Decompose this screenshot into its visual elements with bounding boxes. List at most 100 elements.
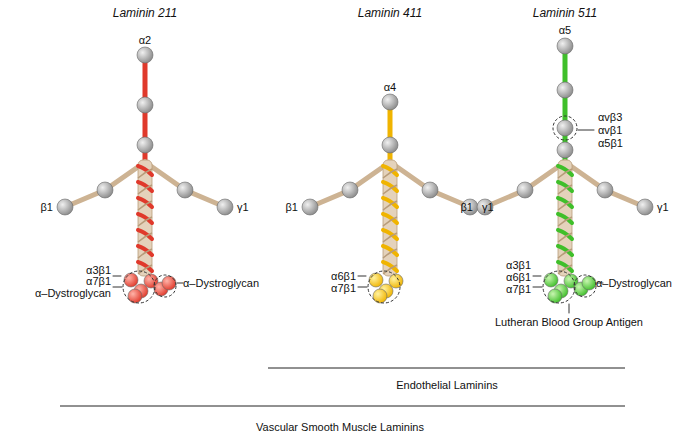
- globular-domain: [373, 289, 387, 303]
- coil-stripe: [138, 217, 152, 226]
- binding-site-outline: [543, 271, 575, 303]
- molecule-title: Laminin 511: [533, 7, 598, 20]
- leader-line: [533, 287, 542, 288]
- globular-domain: [162, 276, 176, 290]
- molecule-title: Laminin 211: [113, 7, 178, 20]
- receptor-label: α–Dystroglycan: [35, 287, 111, 300]
- chain-label: γ1: [657, 201, 669, 214]
- integrin-label: α7β1: [331, 282, 356, 295]
- coil-stripe: [138, 201, 152, 210]
- binding-site-outline: [154, 275, 176, 297]
- binding-site-outline: [368, 271, 400, 303]
- globular-domain: [97, 182, 113, 198]
- globular-domain: [557, 82, 573, 98]
- globular-domain: [597, 182, 613, 198]
- integrin-label: αvβ1: [598, 124, 622, 137]
- coil-stripe: [383, 233, 397, 242]
- binding-site-outline: [123, 271, 155, 303]
- chain-label: γ1: [482, 201, 494, 214]
- chain-label: α4: [384, 81, 396, 94]
- leader-line: [177, 283, 183, 284]
- globular-domain: [517, 182, 533, 198]
- receptor-label: α–Dystroglycan: [183, 277, 259, 290]
- coil-stripe: [138, 185, 152, 194]
- coil-stripe: [383, 249, 397, 258]
- coil-stripe: [558, 169, 572, 178]
- receptor-label: α–Dystroglycan: [596, 277, 672, 290]
- globular-domain: [217, 199, 233, 215]
- globular-domain: [137, 97, 153, 113]
- beta-chain-arm: [310, 162, 390, 207]
- globular-domain: [477, 199, 493, 215]
- group-label: Vascular Smooth Muscle Laminins: [256, 421, 424, 434]
- coiled-coil-rod: [383, 160, 397, 276]
- coil-stripe: [138, 169, 152, 178]
- receptor-label: Lutheran Blood Group Antigen: [495, 316, 643, 329]
- globular-domain: [124, 273, 138, 287]
- globular-domain: [137, 47, 153, 63]
- chain-label: α5: [559, 24, 571, 37]
- globular-domain: [369, 273, 383, 287]
- leader-line: [578, 130, 594, 131]
- leader-line: [533, 276, 541, 277]
- globular-domain: [128, 289, 142, 303]
- chain-label: γ1: [237, 201, 249, 214]
- integrin-label: α6β1: [506, 271, 531, 284]
- leader-line: [113, 287, 122, 288]
- coil-stripe: [138, 249, 152, 258]
- coiled-coil-rod: [138, 160, 152, 276]
- integrin-label: αvβ3: [598, 111, 622, 124]
- leader-line: [113, 276, 121, 277]
- coil-stripe: [383, 217, 397, 226]
- globular-domain: [57, 199, 73, 215]
- integrin-label: α5β1: [598, 137, 623, 150]
- leader-line: [358, 276, 366, 277]
- coil-stripe: [383, 169, 397, 178]
- globular-domain: [177, 182, 193, 198]
- globular-domain: [544, 273, 558, 287]
- coil-stripe: [383, 185, 397, 194]
- chain-label: α2: [139, 34, 151, 47]
- integrin-label: α7β1: [506, 283, 531, 296]
- coiled-coil-rod: [558, 160, 572, 276]
- gamma-chain-arm: [565, 162, 645, 207]
- globular-domain: [302, 199, 318, 215]
- chain-label: β1: [461, 201, 473, 214]
- chain-label: β1: [286, 201, 298, 214]
- globular-domain: [422, 182, 438, 198]
- leader-line: [358, 287, 367, 288]
- chain-label: β1: [41, 201, 53, 214]
- coil-stripe: [383, 201, 397, 210]
- beta-chain-arm: [485, 162, 565, 207]
- integrin-label: α6β1: [331, 270, 356, 283]
- gamma-chain-arm: [145, 162, 225, 207]
- coil-stripe: [558, 185, 572, 194]
- leader-line: [569, 304, 570, 313]
- globular-domain: [557, 38, 573, 54]
- group-label: Endothelial Laminins: [396, 379, 498, 392]
- gamma-chain-arm: [390, 162, 470, 207]
- integrin-label: α7β1: [86, 275, 111, 288]
- globular-domain: [342, 182, 358, 198]
- coil-stripe: [558, 201, 572, 210]
- group-line: [268, 368, 625, 369]
- globular-domain: [389, 274, 403, 288]
- globular-domain: [557, 142, 573, 158]
- coil-stripe: [558, 217, 572, 226]
- coil-stripe: [558, 249, 572, 258]
- integrin-label: α3β1: [506, 259, 531, 272]
- binding-site-outline: [553, 116, 577, 140]
- binding-site-outline: [574, 275, 596, 297]
- globular-domain: [582, 276, 596, 290]
- globular-domain: [382, 137, 398, 153]
- coil-stripe: [138, 233, 152, 242]
- molecule-title: Laminin 411: [358, 7, 423, 20]
- globular-domain: [382, 94, 398, 110]
- globular-domain: [548, 289, 562, 303]
- group-line: [60, 406, 625, 407]
- beta-chain-arm: [65, 162, 145, 207]
- coil-stripe: [558, 233, 572, 242]
- globular-domain: [137, 137, 153, 153]
- globular-domain: [557, 120, 573, 136]
